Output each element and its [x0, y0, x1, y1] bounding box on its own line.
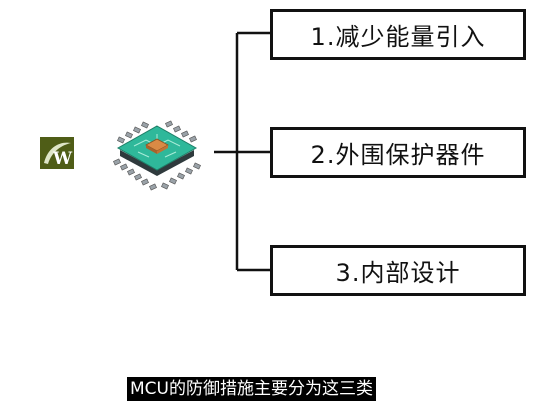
item-box-3: 3.内部设计	[270, 245, 526, 296]
video-subtitle: MCU的防御措施主要分为这三类	[127, 377, 376, 401]
item-label-1: 1.减少能量引入	[310, 23, 486, 51]
microchip-icon	[113, 120, 201, 191]
item-label-2: 2.外围保护器件	[310, 141, 486, 169]
w-logo-icon: W	[40, 137, 74, 169]
item-box-1: 1.减少能量引入	[270, 9, 526, 60]
item-label-3: 3.内部设计	[335, 259, 461, 287]
item-box-2: 2.外围保护器件	[270, 127, 526, 178]
svg-text:W: W	[52, 149, 73, 169]
